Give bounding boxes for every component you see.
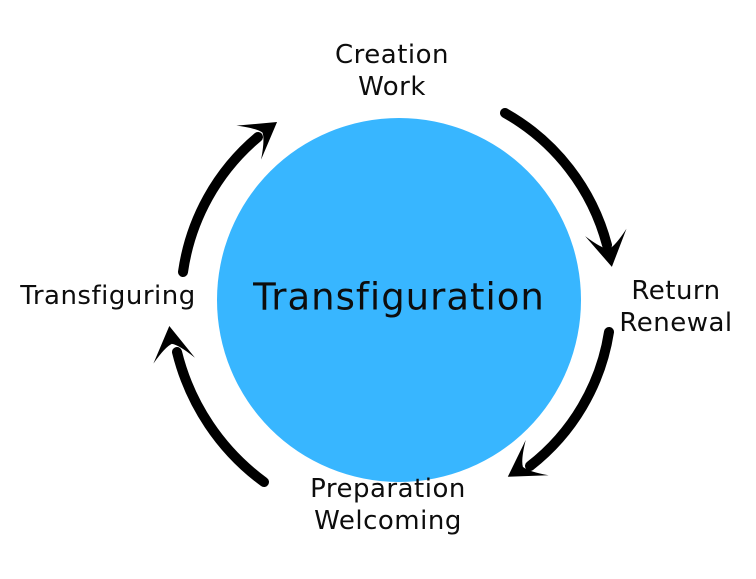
center-circle — [217, 118, 581, 482]
stage-label-line: Transfiguring — [20, 281, 196, 311]
arrowhead-up-icon — [153, 326, 195, 364]
stage-label-return-renewal: Return Renewal — [619, 276, 732, 339]
center-circle-label: Transfiguration — [253, 275, 545, 319]
stage-label-line: Creation — [334, 40, 450, 70]
arrowhead-up-right-icon — [236, 122, 278, 160]
arrowhead-down-left-icon — [507, 440, 549, 477]
stage-label-creation-work: Creation Work — [335, 40, 449, 103]
arrow-right-to-bottom — [507, 327, 614, 477]
stage-label-line: Work — [358, 71, 426, 102]
stage-label-line: Return — [631, 276, 721, 306]
stage-label-transfiguring: Transfiguring — [20, 281, 195, 313]
arrow-bottom-to-left — [153, 326, 269, 487]
stage-label-preparation-welcoming: Preparation Welcoming — [310, 474, 466, 537]
arrow-top-to-right-line — [500, 108, 612, 250]
arrow-left-to-top — [178, 122, 278, 277]
stage-label-line: Welcoming — [314, 505, 462, 536]
arrow-right-to-bottom-line — [525, 327, 614, 471]
arrow-top-to-right — [500, 108, 627, 267]
stage-label-line: Preparation — [310, 474, 466, 504]
arrow-left-to-top-line — [178, 132, 263, 277]
stage-label-line: Renewal — [619, 307, 733, 338]
arrow-bottom-to-left-line — [172, 347, 269, 487]
arrowhead-down-icon — [585, 228, 627, 267]
